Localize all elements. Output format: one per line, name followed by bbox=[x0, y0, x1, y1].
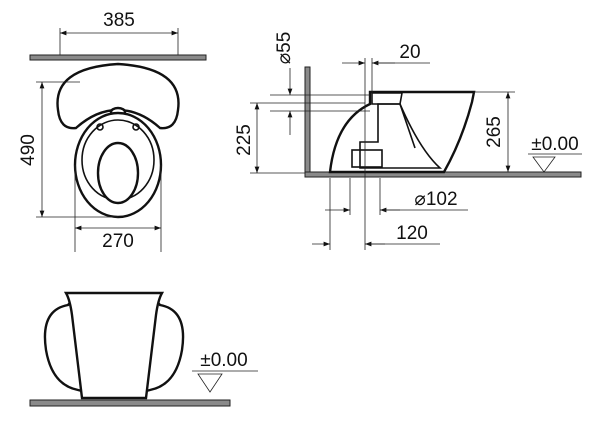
wall-hatch bbox=[29, 54, 207, 61]
level-triangle-icon bbox=[532, 156, 556, 173]
bowl-width-label: 270 bbox=[102, 231, 134, 252]
total-height-label: 265 bbox=[484, 116, 505, 148]
level-triangle-icon bbox=[197, 373, 223, 393]
seat-left-outline bbox=[43, 297, 88, 394]
wall-hatch bbox=[304, 66, 311, 176]
floor-level-label: ±0.00 bbox=[200, 350, 247, 371]
seat-right-outline bbox=[140, 297, 185, 394]
bowl-opening bbox=[96, 141, 140, 205]
floor-level-label: ±0.00 bbox=[531, 134, 578, 155]
depth-label: 490 bbox=[18, 134, 39, 166]
top-view: 385 490 270 bbox=[18, 10, 207, 252]
floor-hatch bbox=[29, 399, 231, 407]
side-view: 20 ⌀55 225 265 ±0.00 ⌀102 120 bbox=[234, 32, 582, 250]
inlet-height-label: 225 bbox=[234, 124, 255, 156]
inlet-offset-label: 20 bbox=[399, 42, 420, 63]
bowl-side-outline bbox=[328, 90, 476, 174]
front-view: ±0.00 bbox=[29, 291, 258, 407]
outlet-diameter-label: ⌀102 bbox=[414, 189, 457, 210]
bowl-front-outline bbox=[63, 291, 165, 400]
inlet-diameter-label: ⌀55 bbox=[274, 32, 295, 65]
seat-lid-outline bbox=[56, 62, 180, 130]
outlet-distance-label: 120 bbox=[396, 223, 428, 244]
width-label: 385 bbox=[103, 10, 135, 31]
